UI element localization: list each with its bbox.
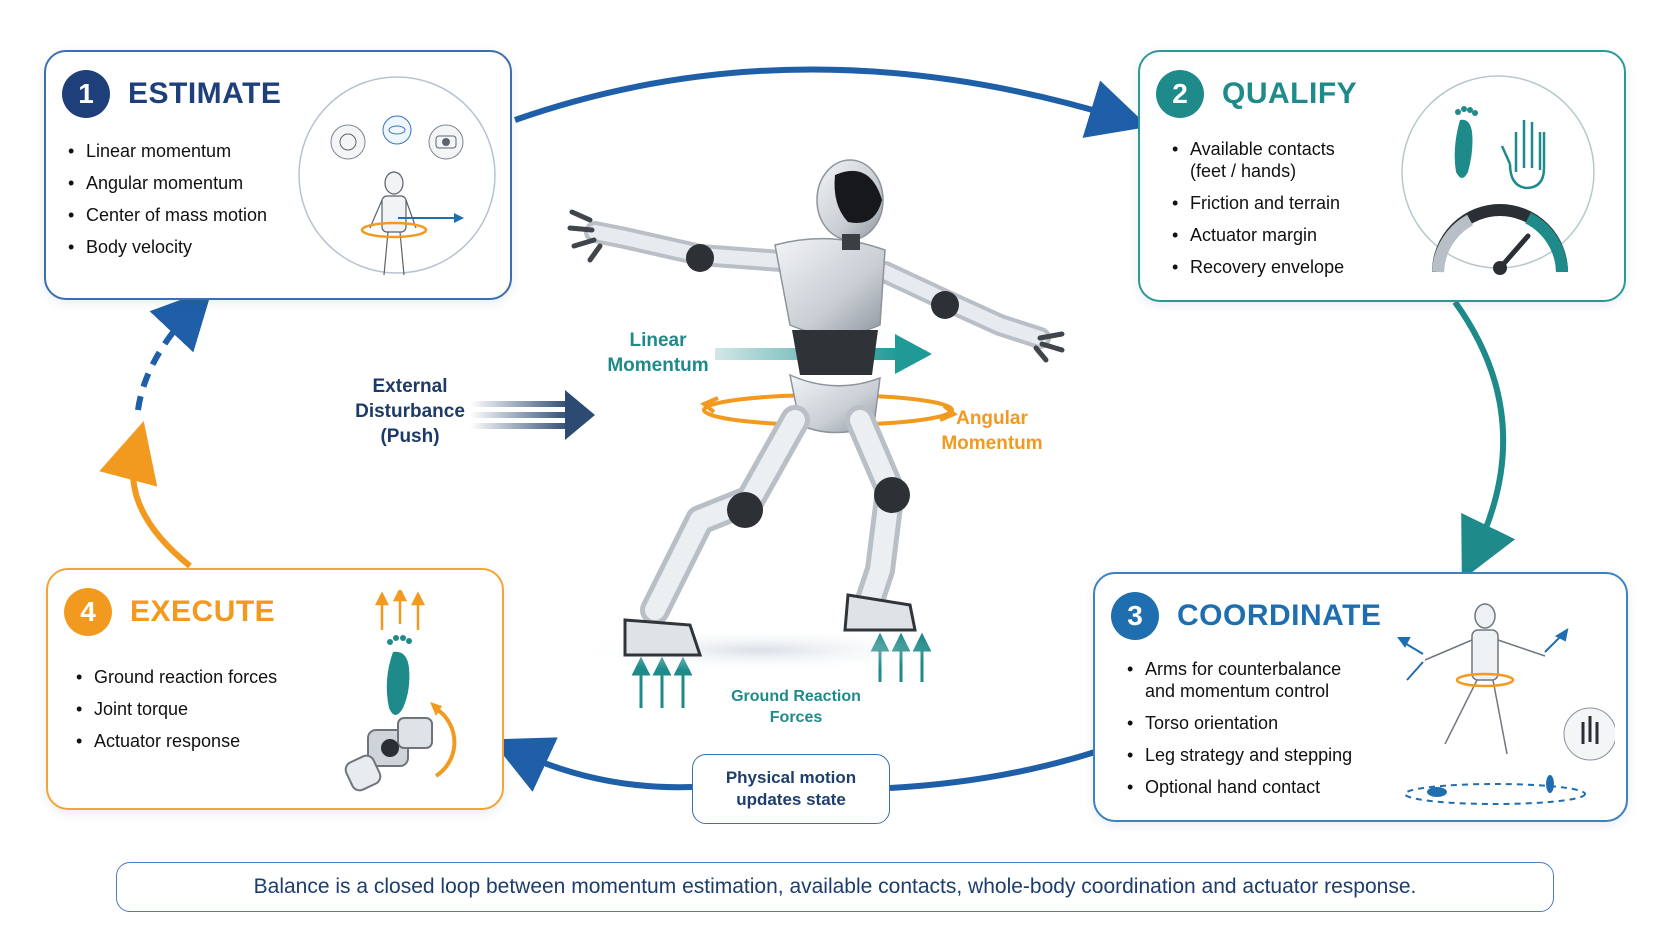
execute-header: 4 EXECUTE bbox=[64, 588, 275, 636]
list-item: Optional hand contact bbox=[1127, 776, 1352, 798]
grf-label: Ground Reaction Forces bbox=[731, 688, 861, 726]
list-item: Recovery envelope bbox=[1172, 256, 1344, 278]
arrow-loop-to-estimate bbox=[135, 288, 213, 411]
arrow-physical-to-execute bbox=[490, 737, 693, 792]
physical-motion-line2: updates state bbox=[736, 790, 846, 809]
angular-momentum-label: Angular Momentum bbox=[941, 408, 1043, 454]
physical-motion-box: Physical motion updates state bbox=[692, 754, 890, 824]
hand-icon bbox=[1563, 707, 1615, 761]
estimate-number-badge: 1 bbox=[62, 70, 110, 118]
list-item: Available contacts bbox=[1172, 138, 1344, 160]
estimate-illustration bbox=[298, 76, 496, 276]
list-item: Joint torque bbox=[76, 698, 277, 720]
list-item: Friction and terrain bbox=[1172, 192, 1344, 214]
qualify-list: Available contacts (feet / hands) Fricti… bbox=[1172, 138, 1344, 288]
physical-motion-line1: Physical motion bbox=[725, 768, 857, 787]
estimate-header: 1 ESTIMATE bbox=[62, 70, 281, 118]
disturbance-label: External Disturbance (Push) bbox=[355, 376, 465, 447]
footprint-icon bbox=[386, 635, 412, 715]
qualify-number-badge: 2 bbox=[1156, 70, 1204, 118]
sensor-icon bbox=[330, 124, 366, 160]
list-item: Ground reaction forces bbox=[76, 666, 277, 688]
summary-caption: Balance is a closed loop between momentu… bbox=[116, 862, 1554, 912]
gyro-icon bbox=[382, 115, 412, 145]
linear-momentum-label: Linear Momentum bbox=[607, 330, 709, 376]
list-item: (feet / hands) bbox=[1190, 161, 1297, 181]
push-arrow bbox=[470, 390, 595, 440]
arrow-coordinate-to-physical bbox=[889, 749, 1096, 791]
arrow-execute-to-loop bbox=[99, 421, 192, 569]
qualify-illustration bbox=[1401, 75, 1595, 275]
execute-number-badge: 4 bbox=[64, 588, 112, 636]
coordinate-header: 3 COORDINATE bbox=[1111, 592, 1381, 640]
execute-list: Ground reaction forces Joint torque Actu… bbox=[76, 666, 277, 762]
list-item: Torso orientation bbox=[1127, 712, 1352, 734]
footprint-icon bbox=[1454, 106, 1478, 178]
actuator-icon bbox=[344, 702, 457, 792]
list-item: Leg strategy and stepping bbox=[1127, 744, 1352, 766]
list-item: Actuator response bbox=[76, 730, 277, 752]
coordinate-illustration bbox=[1397, 603, 1615, 805]
arrow-qualify-to-coordinate bbox=[1452, 300, 1516, 580]
estimate-list: Linear momentum Angular momentum Center … bbox=[68, 140, 267, 268]
qualify-card: 2 QUALIFY Available contacts (feet / han… bbox=[1138, 50, 1626, 302]
footprint-icon bbox=[1427, 775, 1554, 797]
list-item: Actuator margin bbox=[1172, 224, 1344, 246]
execute-card: 4 EXECUTE Ground reaction forces Joint t… bbox=[46, 568, 504, 810]
execute-title: EXECUTE bbox=[130, 595, 276, 628]
hand-icon bbox=[1500, 120, 1546, 190]
list-item: Arms for counterbalance bbox=[1127, 658, 1352, 680]
robot-icon bbox=[1424, 603, 1546, 755]
list-item: Body velocity bbox=[68, 236, 267, 258]
coordinate-card: 3 COORDINATE Arms for counterbalance and… bbox=[1093, 572, 1628, 822]
coordinate-title: COORDINATE bbox=[1177, 599, 1382, 632]
qualify-header: 2 QUALIFY bbox=[1156, 70, 1357, 118]
estimate-title: ESTIMATE bbox=[128, 77, 282, 110]
execute-illustration bbox=[344, 590, 457, 792]
list-item: and momentum control bbox=[1145, 681, 1330, 701]
list-item: Linear momentum bbox=[68, 140, 267, 162]
coordinate-number-badge: 3 bbox=[1111, 592, 1159, 640]
camera-icon bbox=[428, 124, 464, 160]
coordinate-list: Arms for counterbalance and momentum con… bbox=[1127, 658, 1352, 808]
estimate-card: 1 ESTIMATE Linear momentum Angular momen… bbox=[44, 50, 512, 300]
arrow-estimate-to-qualify bbox=[514, 66, 1149, 138]
list-item: Center of mass motion bbox=[68, 204, 267, 226]
gauge-icon bbox=[1432, 204, 1568, 275]
list-item: Angular momentum bbox=[68, 172, 267, 194]
qualify-title: QUALIFY bbox=[1222, 77, 1358, 110]
